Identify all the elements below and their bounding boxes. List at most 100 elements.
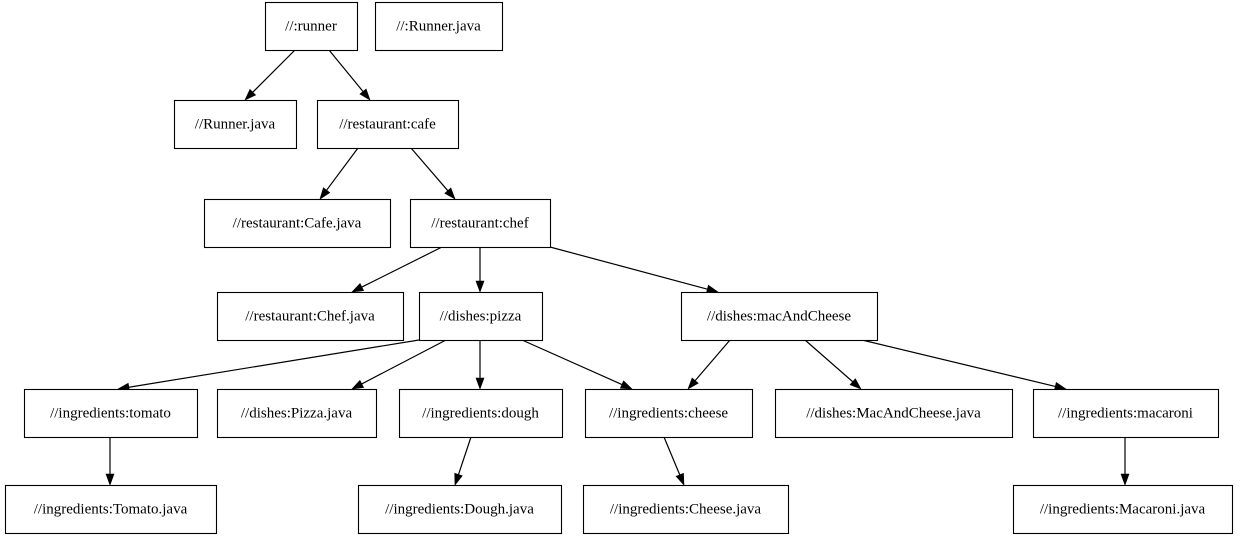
- edge-line: [457, 436, 472, 475]
- node-box[interactable]: [680, 291, 879, 342]
- graph-node-dishes_mac_java[interactable]: //dishes:MacAndCheese.java: [774, 388, 1014, 439]
- edge-line: [361, 246, 443, 288]
- graph-node-runner_java_root[interactable]: //:Runner.java: [374, 1, 504, 52]
- edge-arrowhead-icon: [351, 379, 365, 390]
- node-box[interactable]: [216, 388, 378, 439]
- graph-node-dishes_macandcheese[interactable]: //dishes:macAndCheese: [680, 291, 879, 342]
- edge-arrowhead-icon: [475, 377, 485, 390]
- edge-line: [128, 339, 420, 388]
- edge-line: [410, 147, 449, 192]
- edge-line: [549, 246, 708, 290]
- node-box[interactable]: [582, 484, 790, 535]
- node-box[interactable]: [203, 198, 392, 249]
- graph-node-ing_tomato_java[interactable]: //ingredients:Tomato.java: [4, 484, 218, 535]
- edge-arrowhead-icon: [359, 88, 371, 101]
- graph-edge: [117, 339, 420, 392]
- graph-node-ing_macaroni_java[interactable]: //ingredients:Macaroni.java: [1012, 484, 1234, 535]
- edge-line: [252, 49, 296, 93]
- node-box[interactable]: [584, 388, 754, 439]
- graph-node-restaurant_chef[interactable]: //restaurant:chef: [409, 198, 552, 249]
- node-box[interactable]: [264, 1, 359, 52]
- node-label: //ingredients:tomato: [50, 405, 171, 421]
- edge-line: [804, 339, 854, 383]
- graph-edge: [244, 49, 296, 101]
- node-box[interactable]: [357, 484, 563, 535]
- graph-node-dishes_pizza[interactable]: //dishes:pizza: [418, 291, 544, 342]
- node-label: //restaurant:Chef.java: [245, 308, 375, 324]
- node-box[interactable]: [409, 198, 552, 249]
- edge-line: [328, 49, 364, 92]
- edge-line: [521, 339, 623, 386]
- graph-edge: [521, 339, 633, 390]
- graph-edge: [319, 147, 359, 200]
- node-label: //:Runner.java: [396, 18, 481, 34]
- graph-edge: [410, 147, 456, 200]
- edge-line: [663, 436, 681, 476]
- node-box[interactable]: [316, 99, 460, 150]
- node-box[interactable]: [774, 388, 1014, 439]
- edge-line: [694, 339, 731, 382]
- edge-arrowhead-icon: [105, 473, 115, 486]
- graph-node-ing_cheese_java[interactable]: //ingredients:Cheese.java: [582, 484, 790, 535]
- graph-edge: [475, 340, 485, 390]
- edge-line: [326, 147, 359, 191]
- edge-arrowhead-icon: [475, 280, 485, 293]
- graph-node-ing_cheese[interactable]: //ingredients:cheese: [584, 388, 754, 439]
- graph-node-restaurant_chef_java[interactable]: //restaurant:Chef.java: [216, 291, 405, 342]
- edge-line: [361, 339, 447, 385]
- graph-node-ing_dough_java[interactable]: //ingredients:Dough.java: [357, 484, 563, 535]
- node-box[interactable]: [374, 1, 504, 52]
- node-box[interactable]: [1012, 484, 1234, 535]
- node-box[interactable]: [418, 291, 544, 342]
- graph-edge: [475, 247, 485, 293]
- node-label: //dishes:macAndCheese: [707, 308, 851, 324]
- edge-arrowhead-icon: [1120, 473, 1130, 486]
- graph-edge: [454, 436, 472, 486]
- node-box[interactable]: [23, 388, 199, 439]
- node-label: //ingredients:Dough.java: [385, 501, 534, 517]
- graph-node-ing_dough[interactable]: //ingredients:dough: [398, 388, 564, 439]
- node-label: //restaurant:cafe: [339, 116, 436, 132]
- node-label: //ingredients:Macaroni.java: [1040, 501, 1206, 517]
- graph-edge: [351, 339, 447, 390]
- node-label: //ingredients:dough: [422, 405, 539, 421]
- edge-arrowhead-icon: [444, 187, 456, 200]
- node-label: //Runner.java: [195, 116, 276, 132]
- node-label: //ingredients:macaroni: [1058, 405, 1193, 421]
- edge-arrowhead-icon: [849, 378, 862, 390]
- edge-arrowhead-icon: [454, 472, 463, 486]
- edge-arrowhead-icon: [705, 284, 719, 294]
- edge-arrowhead-icon: [687, 377, 699, 390]
- graph-node-runner_java[interactable]: //Runner.java: [173, 99, 298, 150]
- graph-node-ing_macaroni[interactable]: //ingredients:macaroni: [1032, 388, 1220, 439]
- edge-arrowhead-icon: [675, 472, 685, 486]
- graph-edge: [687, 339, 731, 390]
- edge-line: [861, 339, 1056, 388]
- node-label: //dishes:MacAndCheese.java: [806, 405, 981, 421]
- graph-edge: [804, 339, 862, 390]
- graph-node-restaurant_cafe_java[interactable]: //restaurant:Cafe.java: [203, 198, 392, 249]
- graph-node-dishes_pizza_java[interactable]: //dishes:Pizza.java: [216, 388, 378, 439]
- graph-edge: [1120, 437, 1130, 486]
- node-box[interactable]: [216, 291, 405, 342]
- node-label: //restaurant:Cafe.java: [233, 215, 362, 231]
- graph-edges-layer: [105, 49, 1130, 486]
- edge-arrowhead-icon: [619, 380, 633, 390]
- node-box[interactable]: [1032, 388, 1220, 439]
- graph-node-ing_tomato[interactable]: //ingredients:tomato: [23, 388, 199, 439]
- edge-arrowhead-icon: [351, 282, 365, 293]
- graph-node-runner[interactable]: //:runner: [264, 1, 359, 52]
- node-label: //ingredients:Tomato.java: [34, 501, 188, 517]
- graph-node-restaurant_cafe[interactable]: //restaurant:cafe: [316, 99, 460, 150]
- graph-edge: [105, 437, 115, 486]
- node-label: //restaurant:chef: [431, 215, 528, 231]
- node-label: //ingredients:Cheese.java: [610, 501, 762, 517]
- node-box[interactable]: [173, 99, 298, 150]
- node-box[interactable]: [398, 388, 564, 439]
- node-label: //:runner: [285, 18, 337, 34]
- edge-arrowhead-icon: [319, 187, 331, 200]
- node-box[interactable]: [4, 484, 218, 535]
- graph-edge: [351, 246, 443, 293]
